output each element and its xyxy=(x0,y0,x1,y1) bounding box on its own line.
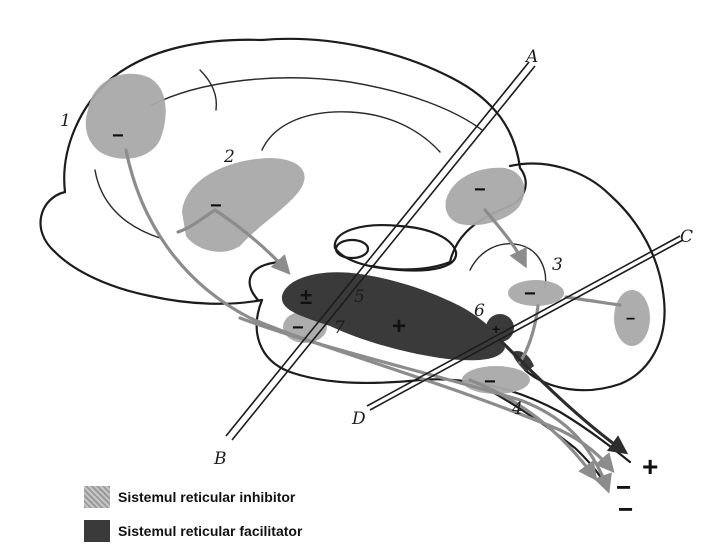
cerebellum-outline xyxy=(508,162,666,392)
sign-plus-6: + xyxy=(492,321,500,337)
sign-minus-7: − xyxy=(292,317,304,339)
legend-label-inhibitor: Sistemul reticular inhibitor xyxy=(118,489,296,505)
tract-facilitator xyxy=(498,338,629,455)
tract-2-side xyxy=(176,208,217,234)
frontal-lobe-outline xyxy=(39,190,264,305)
inner-sulcus-2 xyxy=(261,111,441,153)
plane-line-ab-2 xyxy=(225,61,530,437)
label-3: 3 xyxy=(552,255,563,275)
label-7: 7 xyxy=(334,318,345,338)
medulla-outline xyxy=(468,378,610,490)
legend-facilitator: Sistemul reticular facilitator xyxy=(84,520,302,542)
plane-line-cd-2 xyxy=(366,235,681,407)
plane-line-cd xyxy=(369,239,684,411)
plane-label-b: B xyxy=(213,449,227,469)
sign-minus-2: − xyxy=(210,195,222,217)
sign-minus-cortex: − xyxy=(474,179,486,201)
label-6: 6 xyxy=(474,301,485,321)
tract-4 xyxy=(468,378,598,482)
brainstem-outline xyxy=(255,298,632,464)
label-5: 5 xyxy=(354,287,365,307)
output-minus-1: − xyxy=(616,472,631,502)
sign-plus-5: + xyxy=(392,313,406,340)
sign-pm-5: ± xyxy=(300,284,312,309)
plane-line-ab xyxy=(231,65,536,441)
plane-label-c: C xyxy=(680,227,693,247)
tract-3-down xyxy=(518,304,540,364)
sign-minus-3: − xyxy=(524,283,536,305)
output-minus-2: − xyxy=(618,494,633,524)
legend-swatch-inhibitor xyxy=(84,486,110,508)
legend-label-facilitator: Sistemul reticular facilitator xyxy=(118,523,303,539)
inhibitor-region-3 xyxy=(508,280,564,306)
sulcus-top xyxy=(199,69,218,111)
small-nucleus xyxy=(334,238,370,260)
inhibitor-region-cerebellum xyxy=(614,290,650,346)
output-plus: + xyxy=(642,451,658,482)
sign-minus-1: − xyxy=(112,125,124,147)
thalamus-outline xyxy=(333,224,458,272)
tract-7 xyxy=(238,316,612,494)
plane-label-d: D xyxy=(351,409,366,429)
legend-inhibitor: Sistemul reticular inhibitor xyxy=(84,486,295,508)
plane-label-a: A xyxy=(524,47,538,67)
brainstem-lower xyxy=(248,260,287,302)
sign-minus-4: − xyxy=(484,371,496,393)
legend-swatch-facilitator xyxy=(84,520,110,542)
facilitator-region-5 xyxy=(281,272,505,361)
inhibitor-region-2 xyxy=(182,158,305,252)
label-2: 2 xyxy=(223,147,235,167)
inhibitor-region-cortex xyxy=(445,167,525,226)
tract-cortex-3 xyxy=(483,208,527,269)
inhibitor-region-1 xyxy=(85,73,166,159)
label-1: 1 xyxy=(60,111,71,131)
hemisphere-outline xyxy=(63,37,527,271)
tract-cerebellum-3 xyxy=(564,295,622,307)
cingulate-line xyxy=(94,169,161,239)
tract-from-2 xyxy=(213,208,291,275)
cerebellum-inner xyxy=(469,243,547,289)
inner-sulcus xyxy=(149,77,483,131)
sign-minus-cerebellum: − xyxy=(626,311,635,328)
label-4: 4 xyxy=(511,399,523,419)
